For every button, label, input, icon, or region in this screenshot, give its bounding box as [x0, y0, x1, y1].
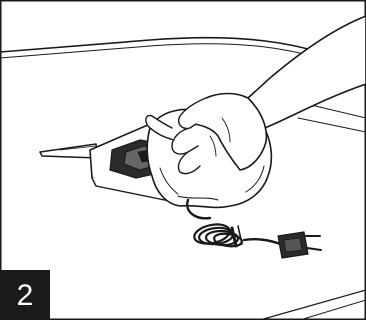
step-number-badge: 2	[0, 270, 50, 320]
power-plug	[278, 232, 321, 258]
